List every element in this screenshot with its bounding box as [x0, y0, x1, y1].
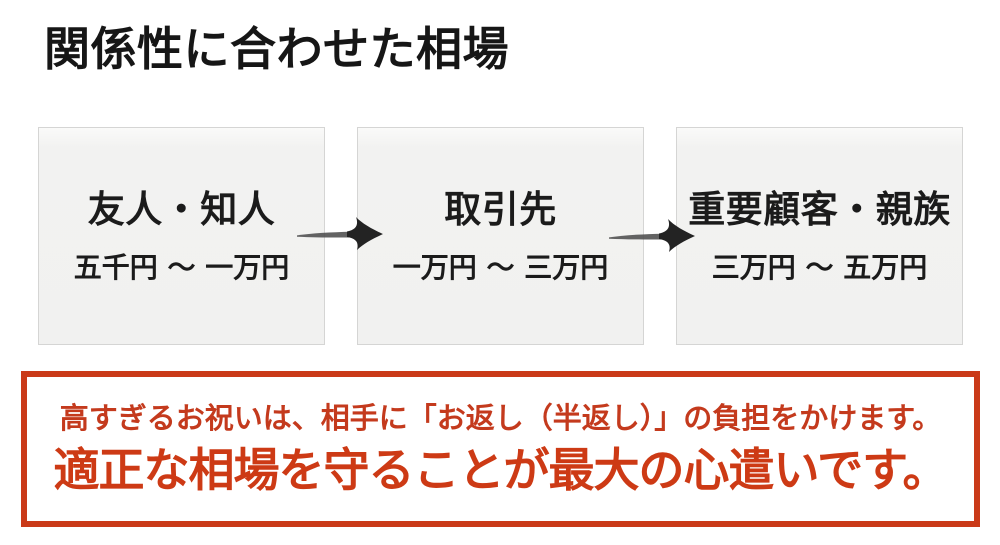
caution-note-detail: 高すぎるお祝いは、相手に「お返し（半返し）」の負担をかけます。 [59, 401, 942, 435]
caution-note-main: 適正な相場を守ることが最大の心遣いです。 [53, 443, 948, 497]
flow-box-friends: 友人・知人 五千円 〜 一万円 [38, 127, 325, 345]
caution-note: 高すぎるお祝いは、相手に「お返し（半返し）」の負担をかけます。 適正な相場を守る… [21, 371, 980, 527]
rate-flow: 友人・知人 五千円 〜 一万円 取引先 一万円 〜 三万円 重要顧客・親族 三万… [38, 127, 963, 345]
flow-box-business-partner: 取引先 一万円 〜 三万円 [357, 127, 644, 345]
relationship-label: 友人・知人 [87, 187, 276, 231]
brush-arrow-right-icon [609, 219, 695, 252]
price-range: 三万円 〜 五万円 [711, 251, 928, 284]
relationship-label: 重要顧客・親族 [688, 187, 951, 231]
brush-arrow-right-icon [297, 217, 383, 250]
flow-box-key-customer-relatives: 重要顧客・親族 三万円 〜 五万円 [676, 127, 963, 345]
relationship-label: 取引先 [444, 187, 557, 231]
price-range: 五千円 〜 一万円 [73, 251, 290, 284]
page-title: 関係性に合わせた相場 [44, 22, 509, 76]
price-range: 一万円 〜 三万円 [392, 251, 609, 284]
